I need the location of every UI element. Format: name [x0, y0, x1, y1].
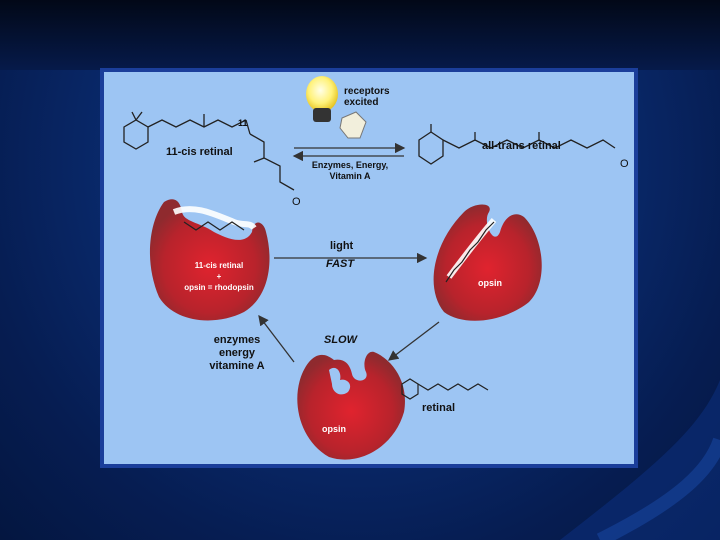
oxygen-right-label: O [620, 158, 629, 170]
free-retinal-structure [401, 378, 489, 400]
rhodopsin-protein [149, 199, 270, 321]
oxygen-left-label: O [292, 196, 301, 208]
opsin-protein [297, 351, 405, 460]
energy-label: energy [218, 347, 256, 359]
vitamine-a-label: vitamine A [209, 360, 265, 372]
hand-pointer-icon [339, 111, 367, 139]
cis-retinal-label: 11-cis retinal [166, 146, 233, 158]
trans-retinal-label: all-trans retinal [482, 140, 561, 152]
fast-label: FAST [326, 258, 355, 270]
rhodopsin-plus-label: + [216, 272, 222, 281]
rhodopsin-line1-label: 11-cis retinal [194, 261, 244, 270]
opsin-right-label: opsin [478, 278, 502, 288]
receptors-label: receptors [344, 86, 390, 97]
light-label: light [330, 240, 354, 252]
slow-label: SLOW [324, 334, 357, 346]
top-dark-band [0, 0, 720, 70]
cis-retinal-structure [123, 111, 295, 191]
carbon-number-label: 11 [238, 118, 248, 128]
light-bulb-icon [306, 76, 338, 122]
retinal-label: retinal [422, 402, 456, 414]
arrow-slow [387, 321, 440, 361]
rhodopsin-line2-label: opsin = rhodopsin [184, 283, 254, 292]
vitamin-a-top-label: Vitamin A [329, 171, 371, 181]
trans-retinal-structure [418, 124, 616, 165]
excited-label: excited [344, 97, 379, 108]
enzymes-label: enzymes [213, 334, 261, 346]
activated-rhodopsin-protein [433, 204, 542, 321]
arrow-regeneration [258, 314, 295, 363]
opsin-bottom-label: opsin [322, 424, 346, 434]
enzymes-energy-label: Enzymes, Energy, [311, 160, 389, 170]
visual-cycle-diagram: receptors excited 11 11-cis retinal O al… [100, 68, 638, 468]
